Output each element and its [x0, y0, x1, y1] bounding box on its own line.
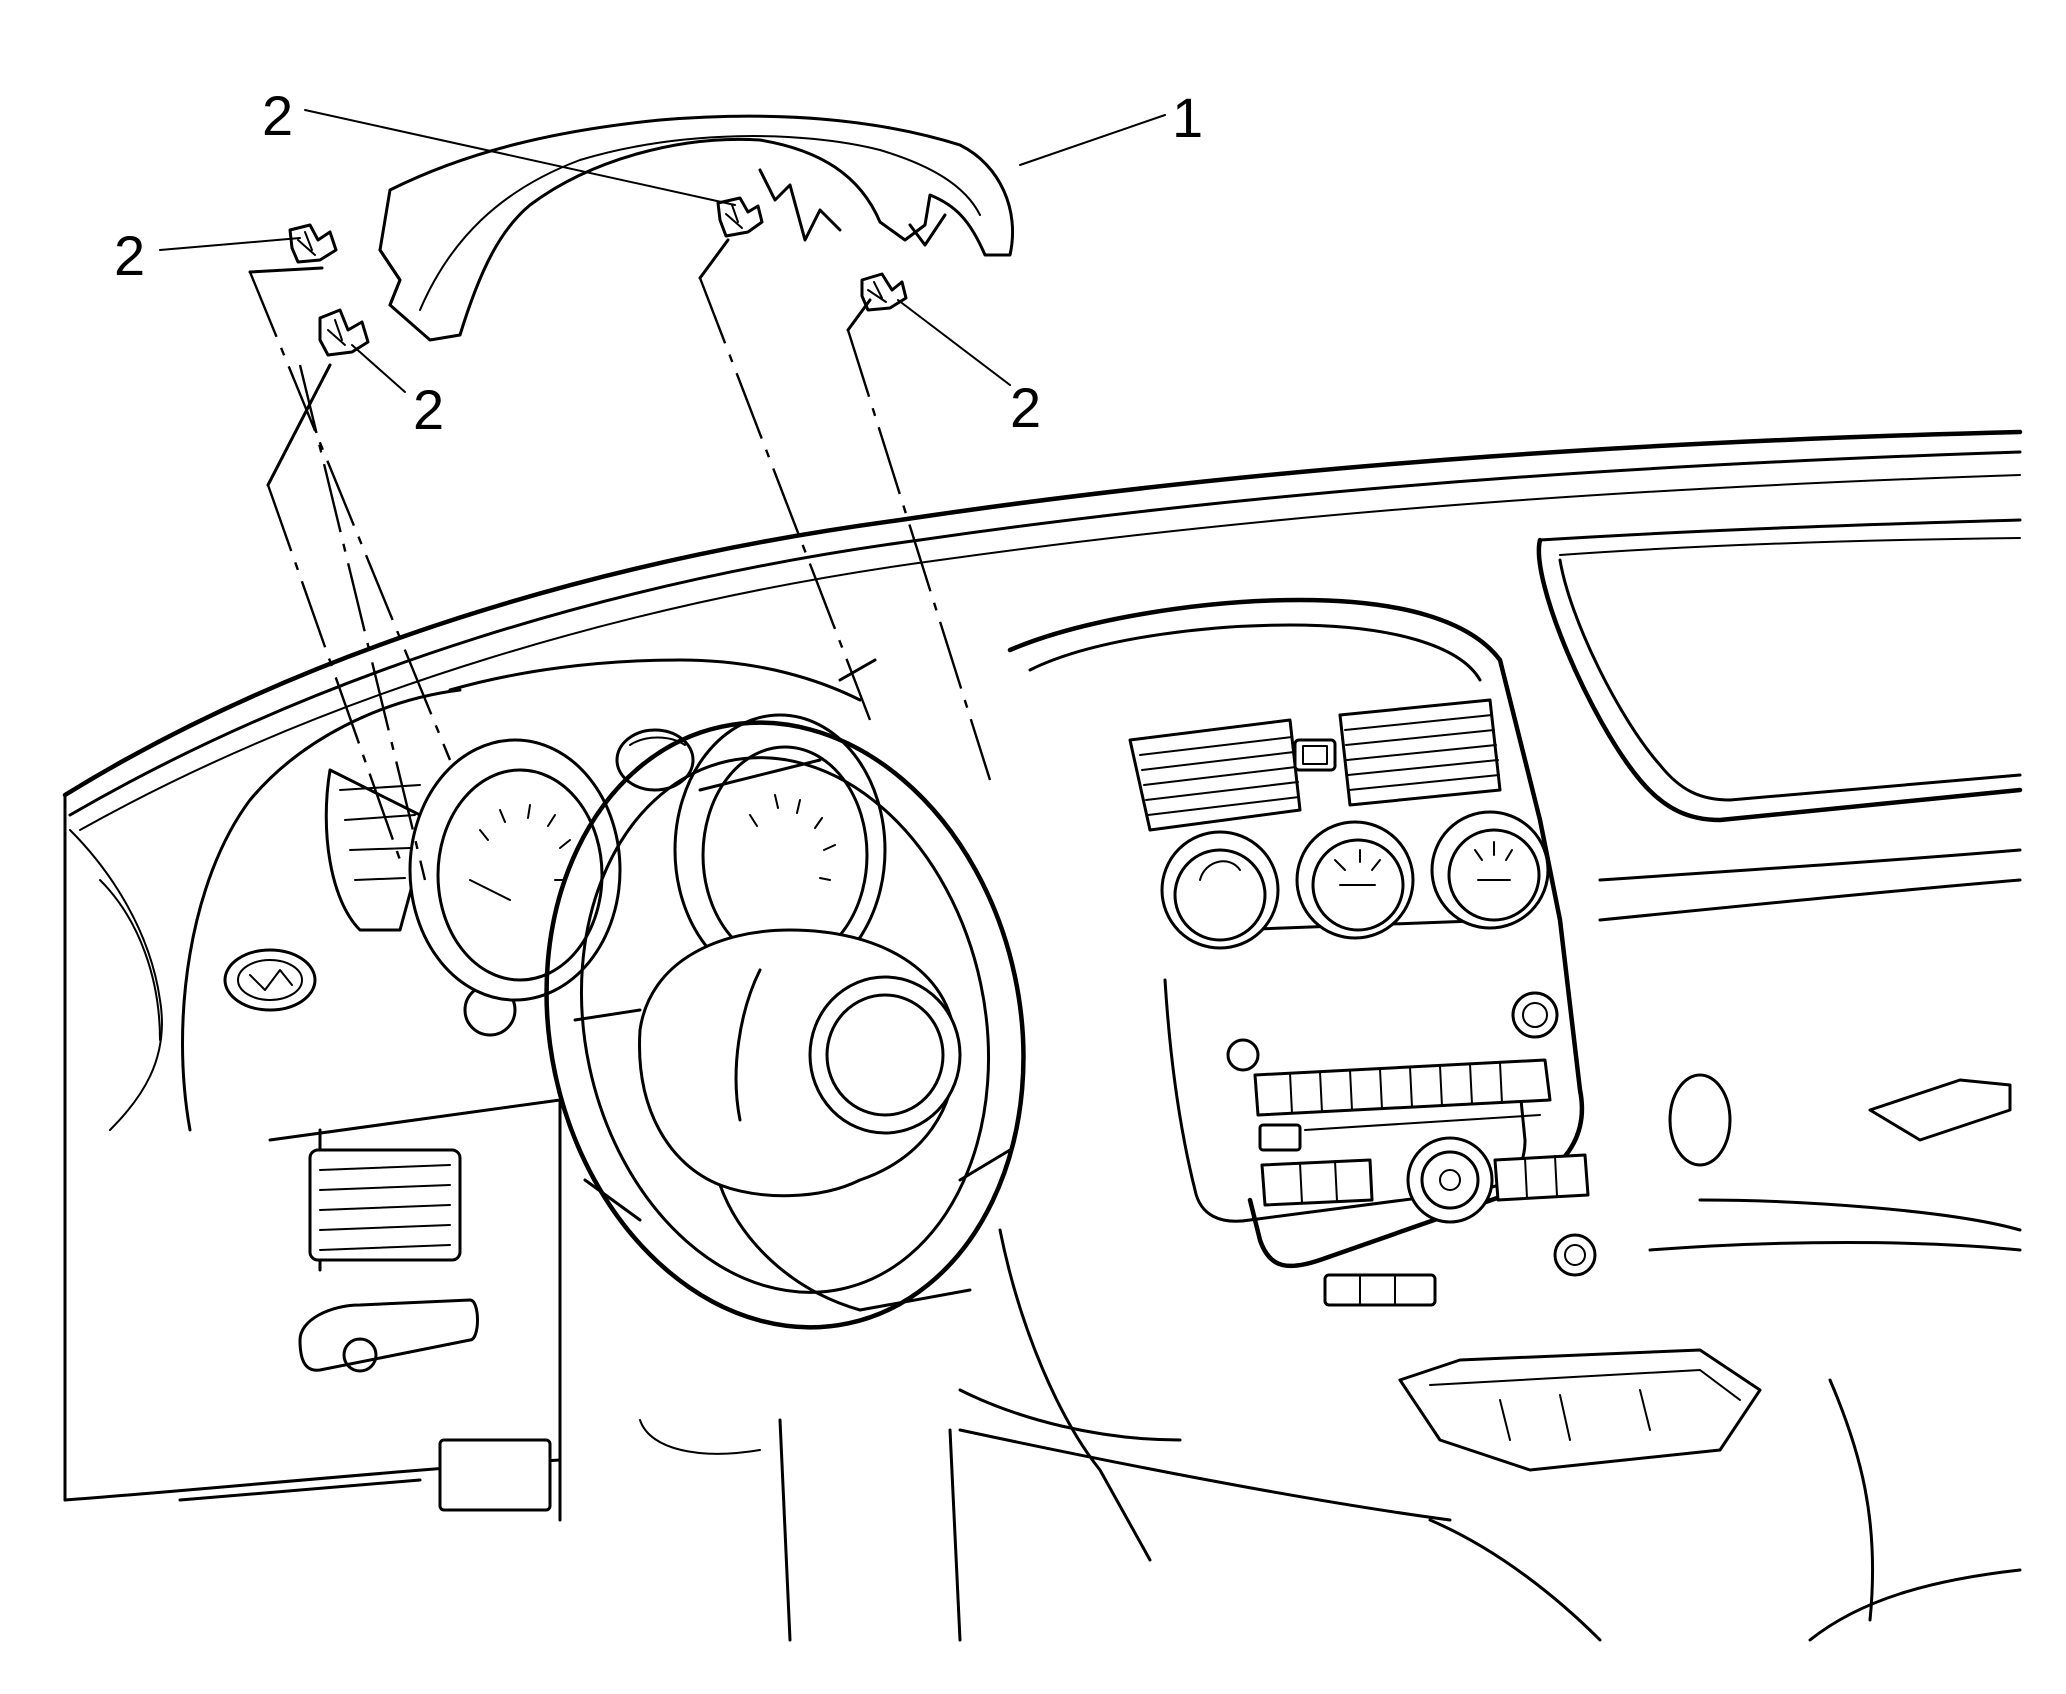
callout-2-clip-right: 2 — [1010, 376, 1042, 439]
callout-2-clip-left-lower: 2 — [413, 378, 445, 441]
climate-knobs — [1160, 810, 1550, 950]
instrument-cluster — [324, 713, 887, 1002]
emblem-icon — [223, 948, 317, 1012]
center-vents — [1128, 698, 1502, 832]
instrument-panel — [62, 429, 2023, 1642]
clip-icon — [288, 223, 338, 264]
clip-icon — [860, 272, 908, 312]
clip-icon — [716, 196, 764, 238]
callout-2-clip-top: 2 — [262, 84, 294, 147]
clip-icon — [318, 308, 370, 357]
center-stack — [1128, 698, 1597, 1307]
steering-wheel — [544, 720, 1026, 1330]
radio-unit — [1226, 991, 1597, 1307]
assembly-centerlines — [248, 238, 992, 881]
callout-1-cover: 1 — [1172, 86, 1204, 149]
retainer-clips — [288, 196, 908, 357]
leader-lines — [159, 109, 1166, 393]
callout-2-clip-left-upper: 2 — [114, 224, 146, 287]
trim-cover — [378, 114, 1015, 342]
